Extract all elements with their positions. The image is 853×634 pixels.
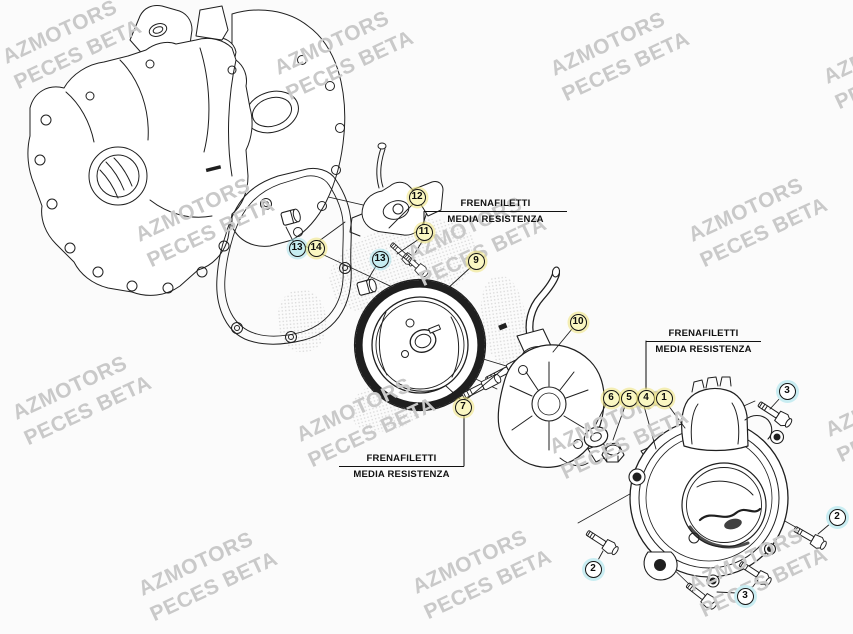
cover-gasket-drawing [216,167,352,345]
cover-bolt-drawing [738,561,772,587]
stator-drawing [497,266,611,468]
callout-5[interactable]: 5 [620,389,638,407]
callout-11[interactable]: 11 [415,223,433,241]
flywheel-bolt-drawing [461,373,502,399]
callout-2[interactable]: 2 [584,560,602,578]
dowel-pin-drawing [356,278,377,296]
cover-bolt-drawing [757,401,793,428]
cover-bolt-drawing [585,530,619,556]
callout-3[interactable]: 3 [736,587,754,605]
nut-drawing [601,442,625,463]
callout-1[interactable]: 1 [655,389,673,407]
flywheel-drawing [353,278,508,412]
callout-9[interactable]: 9 [467,252,485,270]
ignition-cover-drawing [628,376,789,588]
woodruff-key-drawing [498,322,508,331]
cover-bolt-drawing [793,526,827,550]
stator-wire-drawing [526,271,559,341]
dowel-pin-drawing [280,208,301,226]
leader-lines [285,203,832,594]
woodruff-key-drawing [428,324,441,334]
note-connector-lines [423,210,647,467]
callout-2[interactable]: 2 [828,508,846,526]
callout-13[interactable]: 13 [371,250,389,268]
cover-bolt-drawing [685,582,718,610]
callout-4[interactable]: 4 [637,389,655,407]
callout-7[interactable]: 7 [454,398,472,416]
coil-bolt-drawing [403,253,429,278]
callout-14[interactable]: 14 [307,239,325,257]
callout-6[interactable]: 6 [602,389,620,407]
callout-10[interactable]: 10 [569,313,587,331]
callout-12[interactable]: 12 [408,188,426,206]
washer-drawing [583,426,609,448]
crankcase-drawing [27,5,346,296]
callout-13[interactable]: 13 [288,239,306,257]
callout-3[interactable]: 3 [778,382,796,400]
